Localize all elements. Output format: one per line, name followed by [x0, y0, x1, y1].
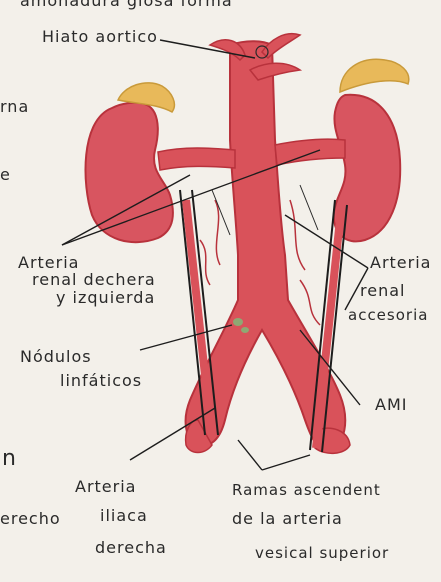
edge-fragment-b: e	[0, 165, 11, 184]
label-arteria-iliaca-1: Arteria	[75, 477, 136, 496]
label-arteria-renal-3: y izquierda	[56, 288, 155, 307]
label-arteria-iliaca-3: derecha	[95, 538, 167, 557]
right-renal-artery	[275, 139, 345, 165]
label-hiato-aortico: Hiato aortico	[42, 27, 158, 46]
label-ami: AMI	[375, 395, 407, 414]
label-arteria-renal-2: renal dechera	[32, 270, 156, 289]
label-nodulos-2: linfáticos	[60, 371, 142, 390]
top-fragment-text: amonadura glosa forma	[20, 0, 233, 10]
label-arteria-renal-acc-1: Arteria	[370, 253, 431, 272]
label-nodulos-1: Nódulos	[20, 347, 92, 366]
label-arteria-renal-acc-2: renal	[360, 281, 405, 300]
left-renal-artery	[158, 148, 235, 170]
lymph-node-1	[233, 318, 243, 326]
label-arteria-iliaca-2: iliaca	[100, 506, 148, 525]
left-kidney	[85, 103, 172, 242]
edge-fragment-a: rna	[0, 97, 29, 116]
edge-fragment-d: erecho	[0, 509, 61, 528]
lymph-node-2	[241, 327, 249, 333]
right-adrenal-gland	[340, 59, 409, 92]
label-ramas-2: de la arteria	[232, 509, 343, 528]
label-ramas-1: Ramas ascendent	[232, 481, 381, 499]
label-arteria-renal-acc-3: accesoria	[348, 306, 428, 324]
label-ramas-3: vesical superior	[255, 544, 389, 562]
edge-fragment-c: n	[2, 446, 17, 471]
